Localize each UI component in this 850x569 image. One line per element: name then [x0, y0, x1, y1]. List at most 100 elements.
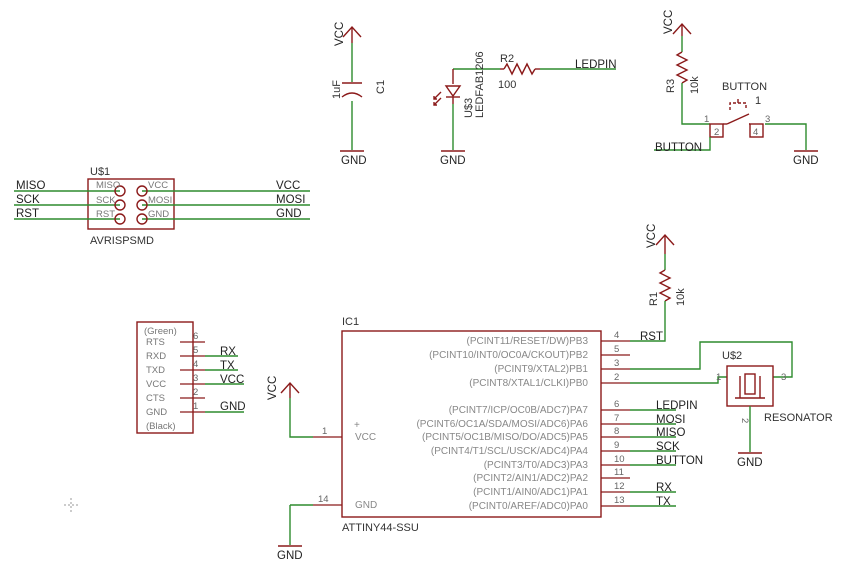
capacitor-plate-bottom: [341, 92, 363, 98]
ic1-pin-num: 6: [614, 399, 619, 410]
isp-pin-label: MOSI: [148, 195, 172, 206]
isp-pin-label: SCK: [96, 195, 116, 206]
ftdi-bottom-label: (Black): [146, 421, 176, 432]
ftdi-net-rx: RX: [220, 346, 236, 358]
isp-net-vcc: VCC: [276, 180, 300, 192]
c1-name: C1: [375, 80, 387, 94]
ftdi-pin-num: 6: [193, 331, 198, 342]
ic1-pin-label: (PCINT1/AIN0/ADC1)PA1: [473, 487, 588, 498]
ic1-pin-num: 13: [614, 495, 625, 506]
isp-pad-icon: [136, 213, 148, 225]
isp-net-mosi: MOSI: [276, 194, 305, 206]
isp-net-rst: RST: [16, 208, 39, 220]
isp-pin-label: GND: [148, 209, 169, 220]
ic1-pin-num: 1: [322, 426, 327, 437]
isp-pad-icon: [114, 213, 126, 225]
gnd-label: GND: [440, 155, 466, 167]
ftdi-pin-label: TXD: [146, 365, 165, 376]
vcc-label: VCC: [663, 10, 675, 34]
r2-value: 100: [498, 79, 516, 91]
ic1-pin-label: (PCINT11/RESET/DW)PB3: [467, 336, 589, 347]
button-pin-4: 4: [753, 127, 758, 138]
isp-name: U$1: [90, 166, 110, 178]
ftdi-pin-num: 5: [193, 345, 198, 356]
ftdi-pin-num: 2: [193, 387, 198, 398]
ic1-pin-label: (PCINT5/OC1B/MISO/DO/ADC5)PA5: [422, 432, 588, 443]
isp-pin-label: VCC: [148, 180, 168, 191]
gnd-label: GND: [737, 457, 763, 469]
isp-pin-label: MISO: [96, 180, 120, 191]
ftdi-header-group[interactable]: (Green) RTS RXD TXD VCC CTS GND (Black) …: [136, 321, 246, 434]
button-right-wire: [765, 123, 807, 150]
ic1-net-label: SCK: [656, 441, 680, 453]
ic1-net-label: MISO: [656, 427, 685, 439]
resonator-body: [726, 365, 774, 407]
c1-value: 1uF: [331, 80, 343, 99]
resonator-value: RESONATOR: [764, 412, 833, 424]
resonator-pin-num: 1: [716, 372, 721, 383]
led-name: U$3: [463, 98, 475, 118]
ftdi-pin-label: RXD: [146, 351, 166, 362]
led-group[interactable]: U$3 LEDFAB1206 R2 100 LEDPIN GND: [433, 51, 617, 167]
r1-resistor-icon: [658, 269, 672, 302]
ic1-pin-label: (PCINT2/AIN1/ADC2)PA2: [473, 473, 588, 484]
ic1-net-label: LEDPIN: [656, 400, 698, 412]
gnd-label: GND: [793, 155, 819, 167]
ic1-plus-label: +: [354, 420, 360, 431]
button-net-label: BUTTON: [655, 142, 702, 154]
ic1-pin-num: 9: [614, 440, 619, 451]
isp-net-sck: SCK: [16, 194, 40, 206]
button-name: BUTTON: [722, 81, 767, 93]
resonator-name: U$2: [722, 350, 742, 362]
ic1-pin-label: (PCINT10/INT0/OC0A/CKOUT)PB2: [429, 350, 588, 361]
r3-name: R3: [665, 79, 677, 93]
ic1-pin-num: 12: [614, 481, 625, 492]
button-switch-icon: [726, 113, 750, 125]
ic1-pin-label: (PCINT8/XTAL1/CLKI)PB0: [469, 378, 588, 389]
ic1-pin-num: 7: [614, 413, 619, 424]
ic1-pin-label: (PCINT3/T0/ADC3)PA3: [484, 460, 589, 471]
gnd-label: GND: [277, 550, 303, 562]
ic1-group[interactable]: IC1 ATTINY44-SSU VCC 1 VCC + 14 GND GND …: [267, 316, 703, 562]
ic1-net-label: BUTTON: [656, 455, 703, 467]
isp-net-gnd: GND: [276, 208, 302, 220]
isp-net-miso: MISO: [16, 180, 45, 192]
isp-value: AVRISPSMD: [90, 235, 154, 247]
ic1-pin-num: 2: [614, 372, 619, 383]
led-value: LEDFAB1206: [474, 51, 486, 118]
ftdi-pin-label: RTS: [146, 337, 165, 348]
resonator-pin-num: 2: [739, 418, 750, 423]
ftdi-body: [136, 321, 194, 434]
r1-group[interactable]: VCC R1 10k: [630, 224, 687, 342]
button-left-wire: [681, 83, 710, 125]
ic1-net-label: TX: [656, 496, 671, 508]
resonator-group[interactable]: U$2 1 3 2 RESONATOR GND: [630, 341, 833, 469]
ic1-pin-label: (PCINT9/XTAL2)PB1: [494, 364, 588, 375]
pb1-resonator-wire: [630, 341, 793, 378]
ic1-pin-num: 5: [614, 344, 619, 355]
c1-group[interactable]: VCC 1uF C1 GND: [331, 22, 387, 167]
r3-resistor-icon: [675, 51, 689, 84]
ftdi-top-label: (Green): [144, 326, 177, 337]
vcc-label: VCC: [646, 224, 658, 248]
isp-pad-icon: [136, 199, 148, 211]
r2-name: R2: [500, 53, 514, 65]
r1-value: 10k: [675, 288, 687, 306]
ic1-pin-num: 11: [614, 467, 624, 478]
ftdi-pin-num: 1: [193, 401, 198, 412]
isp-header-group[interactable]: U$1 MISO SCK RST VCC MOSI GND MISO SCK R…: [14, 166, 310, 247]
ftdi-pin-num: 4: [193, 359, 198, 370]
ic1-pin-num: 4: [614, 330, 619, 341]
led-diode-icon: [444, 85, 462, 98]
button-pin-1: 1: [704, 114, 709, 125]
isp-pad-icon: [114, 199, 126, 211]
isp-pad-icon: [114, 185, 126, 197]
button-group[interactable]: VCC R3 10k BUTTON 1 1 3 2 4 BUTTON GND: [654, 10, 819, 167]
resonator-pin-num: 3: [781, 372, 786, 383]
ic1-net-label: RST: [640, 331, 663, 343]
gnd-label: GND: [341, 155, 367, 167]
ic1-pin-label: (PCINT6/OC1A/SDA/MOSI/ADC6)PA6: [416, 419, 588, 430]
ic1-pin-label: VCC: [355, 432, 376, 443]
isp-pad-icon: [136, 185, 148, 197]
